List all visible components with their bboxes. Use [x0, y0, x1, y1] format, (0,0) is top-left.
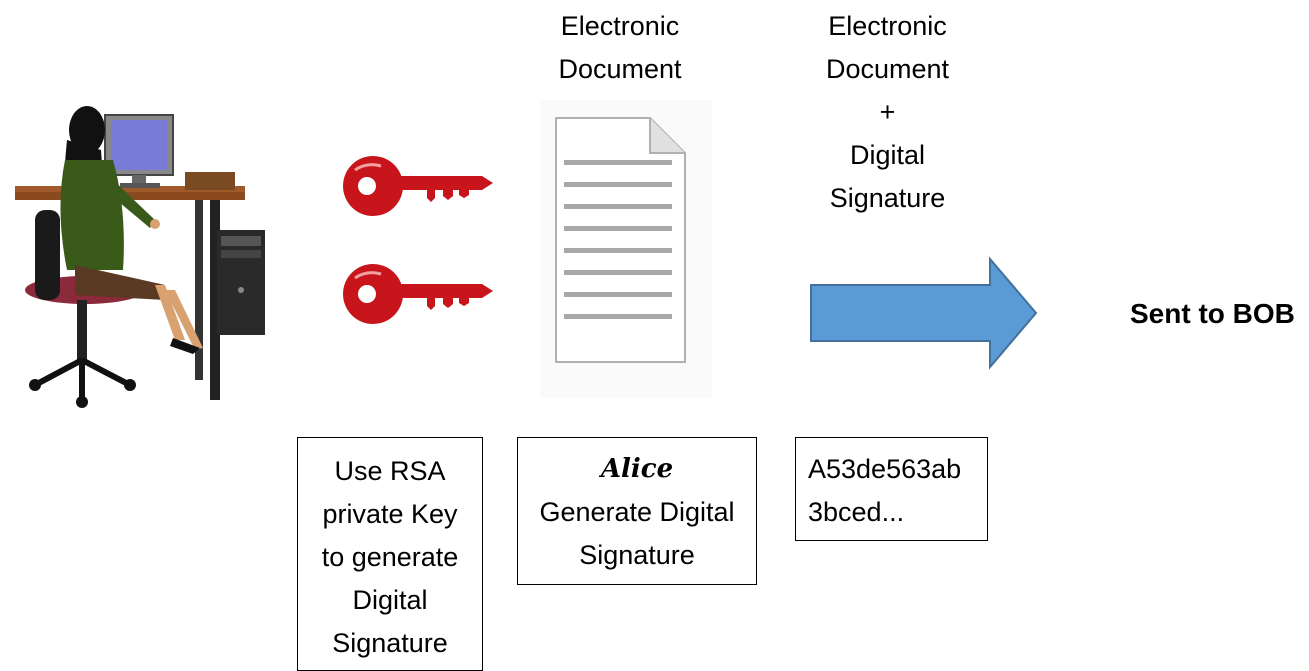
- rsa-line-1: Use RSA: [334, 456, 446, 486]
- red-key-icon: [337, 248, 497, 336]
- red-key-icon: [337, 140, 497, 228]
- rsa-line-3: to generate: [321, 542, 459, 572]
- sent-to-bob-label: Sent to BOB: [1130, 298, 1295, 329]
- rsa-instruction-box: Use RSA private Key to generate Digital …: [297, 437, 483, 671]
- document-label-line-1: Electronic: [560, 11, 680, 41]
- document-label: Electronic Document: [530, 5, 710, 91]
- alice-line-2: Signature: [579, 540, 695, 570]
- combined-label-line-2: Document: [825, 54, 950, 84]
- hash-line-1: A53de563ab: [808, 454, 962, 484]
- combined-label-line-4: Digital: [849, 140, 926, 170]
- alice-signature: Alice: [600, 454, 674, 484]
- combined-label-line-3: +: [879, 97, 896, 127]
- document-label-line-2: Document: [558, 54, 682, 84]
- alice-signature-box: Alice Generate Digital Signature: [517, 437, 757, 585]
- document-icon: [540, 100, 712, 398]
- rsa-line-2: private Key: [322, 499, 458, 529]
- right-arrow-icon: [810, 256, 1038, 370]
- rsa-line-5: Signature: [332, 628, 448, 658]
- combined-label: Electronic Document + Digital Signature: [790, 5, 985, 220]
- hash-line-2: 3bced...: [808, 497, 905, 527]
- combined-label-line-1: Electronic: [828, 11, 947, 41]
- rsa-line-4: Digital: [352, 585, 428, 615]
- signature-hash-box: A53de563ab 3bced...: [795, 437, 988, 541]
- combined-label-line-5: Signature: [829, 183, 946, 213]
- alice-line-1: Generate Digital: [539, 497, 735, 527]
- person-at-computer-icon: [15, 106, 265, 408]
